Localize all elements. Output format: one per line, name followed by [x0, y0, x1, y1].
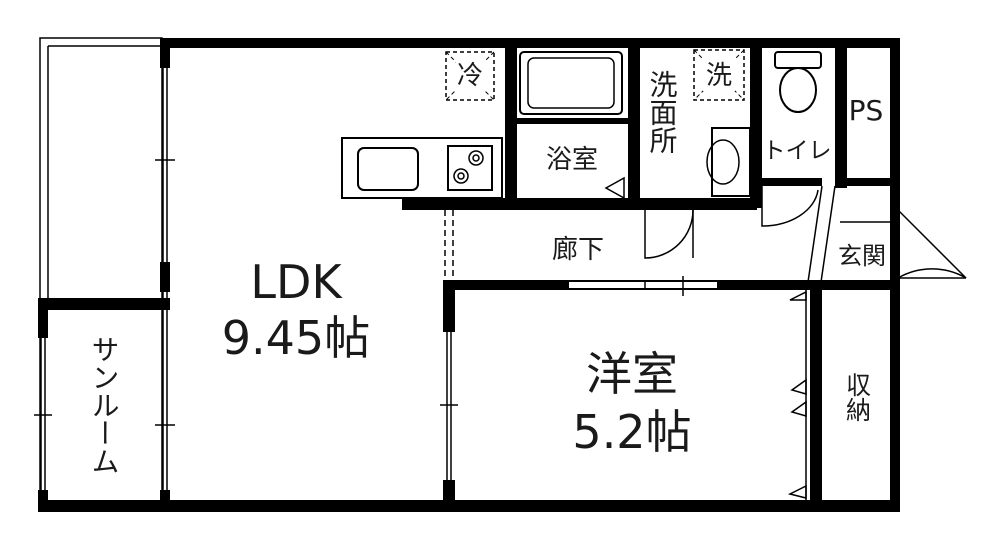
dashed-divider [444, 210, 454, 280]
fridge-label: 冷 [457, 61, 483, 91]
entrance-step [807, 185, 890, 283]
storage-doors [787, 290, 807, 500]
western-room-walls [440, 276, 900, 512]
corridor-name: 廊下 [552, 235, 604, 265]
storage-name: 収納 [843, 372, 872, 422]
wash-basin [706, 127, 751, 197]
bathtub [519, 51, 623, 115]
ldk-name: LDK [250, 255, 343, 309]
bath-door-icon [604, 176, 625, 200]
washroom-name: 洗面所 [646, 70, 679, 154]
western-room-name: 洋室 [586, 347, 678, 401]
window-lines [34, 68, 175, 490]
washer-space: 洗 [693, 49, 745, 101]
western-room-size: 5.2帖 [572, 405, 691, 459]
door-swings [644, 186, 967, 280]
toilet-fixture [774, 51, 822, 113]
washer-label: 洗 [706, 61, 732, 91]
ldk-size: 9.45帖 [222, 311, 370, 365]
stove-burner-icon [453, 150, 484, 184]
bath-name: 浴室 [546, 145, 598, 175]
outer-walls [38, 38, 900, 512]
fridge-space: 冷 [445, 51, 495, 101]
sunroom-name: サンルーム [88, 335, 121, 475]
kitchen-counter [341, 137, 503, 199]
toilet-name: トイレ [763, 138, 832, 164]
ps-name: PS [849, 94, 884, 127]
interior-walls [402, 38, 897, 210]
entrance-name: 玄関 [838, 242, 886, 270]
